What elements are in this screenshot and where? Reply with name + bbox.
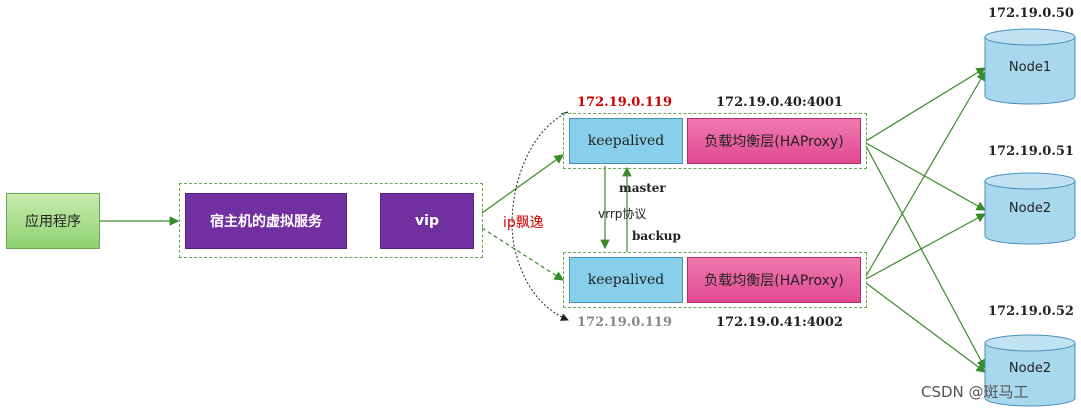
master-haproxy-label: 负载均衡层(HAProxy) [704,134,844,150]
arrow-vip-to-master [481,154,564,214]
arrow-backup-node2 [865,213,987,280]
node3-ip: 172.19.0.52 [988,304,1074,319]
host-service-label: 宿主机的虚拟服务 [210,214,322,230]
master-vip-ip: 172.19.0.119 [577,95,672,110]
arrow-master-node2 [865,142,987,211]
backup-vip-ip: 172.19.0.119 [577,315,672,330]
node3-name: Node2 [1008,361,1052,376]
node2-name: Node2 [1008,201,1052,216]
vrrp-label: vrrp协议 [598,207,647,221]
arrow-vip-to-backup [481,227,565,281]
backup-role-label: backup [632,229,681,243]
host-service-box: 宿主机的虚拟服务 [185,193,347,249]
ip-float-curve [511,111,569,321]
watermark: CSDN @斑马工 [921,383,1029,401]
backup-group [563,252,867,308]
node3-cylinder-icon [984,334,1076,407]
master-group [563,113,867,169]
node1-ip: 172.19.0.50 [988,6,1074,21]
backup-haproxy-label: 负载均衡层(HAProxy) [704,273,844,289]
master-keepalived-label: keepalived [587,133,665,149]
app-box: 应用程序 [6,193,100,249]
node1-name: Node1 [1008,60,1052,75]
node2-cylinder-icon [984,172,1076,245]
backup-haproxy-box: 负载均衡层(HAProxy) [687,257,861,303]
master-keepalived-box: keepalived [569,118,683,164]
node1-cylinder-icon [984,28,1076,105]
backup-addr: 172.19.0.41:4002 [716,315,843,330]
arrow-master-node1 [865,67,987,142]
vip-box: vip [380,193,474,249]
arrow-backup-node3 [865,282,986,373]
arrow-master-node3 [865,145,986,370]
master-role-label: master [619,181,666,195]
ip-float-label: ip飘逸 [503,215,544,231]
backup-keepalived-box: keepalived [569,257,683,303]
app-label: 应用程序 [25,214,81,230]
vip-label: vip [415,213,439,229]
master-addr: 172.19.0.40:4001 [716,95,843,110]
node2-ip: 172.19.0.51 [988,144,1074,159]
host-group [179,183,483,258]
arrow-backup-node1 [865,70,986,277]
backup-keepalived-label: keepalived [587,272,665,288]
master-haproxy-box: 负载均衡层(HAProxy) [687,118,861,164]
